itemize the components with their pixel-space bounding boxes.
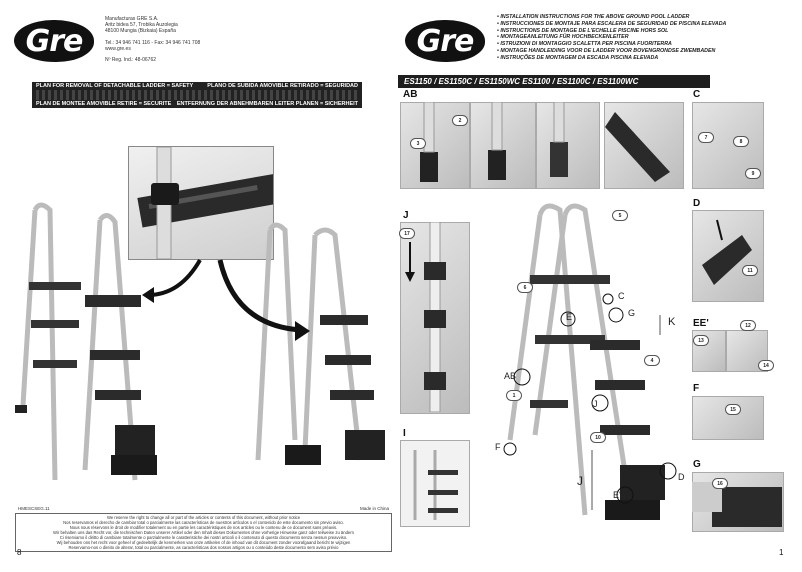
company-web: www.gre.es xyxy=(105,45,131,52)
section-label-f: F xyxy=(693,383,700,394)
section-label-i: I xyxy=(403,428,406,439)
made-in-label: Made in China xyxy=(360,506,390,511)
d-step-drawing xyxy=(702,219,752,285)
callout-j-small: J xyxy=(593,399,598,409)
callout-e: E xyxy=(566,312,573,322)
company-info: Manufacturas GRE S.A. Aritz bidea 57, Tr… xyxy=(105,16,265,63)
step-badge-11: 11 xyxy=(742,265,758,276)
step-badge-17: 17 xyxy=(399,228,415,239)
arrow-to-right-ladder xyxy=(217,259,310,341)
instruction-line: • MONTAGEANLEITUNG FÜR HOCHBECKENLEITER xyxy=(497,34,629,41)
company-registration: Nº Reg. Ind.: 48-06762 xyxy=(105,57,157,64)
document-code: HMESCSEG.11 xyxy=(18,506,50,511)
company-name: Manufacturas GRE S.A. xyxy=(105,16,159,22)
plan-bar-top-left: PLAN FOR REMOVAL OF DETACHABLE LADDER = … xyxy=(36,83,194,89)
step-badge-13: 13 xyxy=(693,335,709,346)
instructions-list: • INSTALLATION INSTRUCTIONS FOR THE ABOV… xyxy=(497,14,797,62)
section-label-g: G xyxy=(693,459,701,470)
instruction-line: • INSTALLATION INSTRUCTIONS FOR THE ABOV… xyxy=(497,14,690,20)
disclaimer-line: Nos reservamos el derecho de cambiar tot… xyxy=(63,520,344,525)
callout-g: G xyxy=(628,308,636,318)
section-label-c: C xyxy=(693,89,701,100)
instruction-line: • INSTRUCTIONS DE MONTAGE DE L'ECHELLE P… xyxy=(497,27,669,34)
company-phone: Tel.: 34 946 741 116 - Fax: 34 946 741 7… xyxy=(105,39,201,46)
step-badge-9: 9 xyxy=(745,168,761,179)
i-ladder-drawing xyxy=(413,450,458,520)
callout-d: D xyxy=(678,472,685,482)
instruction-line: • INSTRUCCIONES DE MONTAJE PARA ESCALERA… xyxy=(497,20,727,27)
instruction-line: • INSTRUÇÕES DE MONTAGEM DA ESCADA PISCI… xyxy=(497,54,659,61)
zoom-detail-photo xyxy=(128,146,274,260)
section-label-j: J xyxy=(403,210,409,221)
zoom-detail-drawing xyxy=(137,147,273,259)
step-badge-3: 3 xyxy=(410,138,426,149)
plan-bar-bottom-left: PLAN DE MONTEE AMOVIBLE RETIRE = SECURIT… xyxy=(36,101,172,107)
arrow-to-left-ladder xyxy=(142,259,202,303)
disclaimer-line: Reservamo-nos o direito de alterar, tota… xyxy=(68,545,339,550)
plan-bar-pattern xyxy=(36,90,358,100)
step-badge-14: 14 xyxy=(758,360,774,371)
step-badge-6: 6 xyxy=(517,282,533,293)
logo-text: Gre xyxy=(25,23,84,59)
instruction-line: • ISTRUZIONI DI MONTAGGIO SCALETTA PER P… xyxy=(497,41,672,48)
step-badge-5: 5 xyxy=(612,210,628,221)
step-badge-2: 2 xyxy=(452,115,468,126)
disclaimer-line: We reserve the right to change all or pa… xyxy=(106,515,301,520)
plan-bar-top-right: PLANO DE SUBIDA AMOVIBLE RETIRADO = SEGU… xyxy=(207,83,358,89)
page-number-right: 1 xyxy=(779,548,784,557)
disclaimer-line: Ci riserviamo il diritto di cambiare tot… xyxy=(59,535,348,540)
step-badge-7: 7 xyxy=(698,132,714,143)
g-foot-drawing xyxy=(692,482,782,527)
j-pole-drawing xyxy=(405,222,446,412)
plan-bar-bottom-right: ENTFERNUNG DER ABNEHMBAREN LEITER PLANEN… xyxy=(176,101,358,107)
callout-c: C xyxy=(618,291,625,301)
disclaimer-line: Nous nous réservons le droit de modifier… xyxy=(69,525,338,530)
step-badge-8: 8 xyxy=(733,136,749,147)
ladder-illustration-right xyxy=(255,222,385,465)
ladder-illustration-left xyxy=(15,202,157,481)
callout-k: K xyxy=(668,316,676,328)
photo-ab-2 xyxy=(470,102,536,189)
gre-logo-right: Gre xyxy=(405,20,485,62)
section-label-d: D xyxy=(693,198,701,209)
plan-bar: PLAN FOR REMOVAL OF DETACHABLE LADDER = … xyxy=(32,82,362,108)
page-number-left: 8 xyxy=(17,548,22,557)
section-label-ab: AB xyxy=(403,89,418,100)
callout-f: F xyxy=(495,442,501,452)
photo-ee-2 xyxy=(726,330,768,372)
disclaimer-line: Wij behouden ons het recht voor geheel o… xyxy=(56,540,351,545)
callout-ab: AB xyxy=(504,371,517,381)
disclaimer-box: We reserve the right to change all or pa… xyxy=(15,513,392,552)
step-badge-12: 12 xyxy=(740,320,756,331)
main-ladder-diagram xyxy=(503,203,677,520)
instruction-line: • MONTAGE HANDLEIDING VOOR DE LADDER VOO… xyxy=(497,47,716,54)
step-badge-4: 4 xyxy=(644,355,660,366)
section-label-ee: EE' xyxy=(693,318,709,329)
callout-j-big: J xyxy=(577,474,583,488)
logo-text: Gre xyxy=(416,23,475,59)
step-badge-10: 10 xyxy=(590,432,606,443)
step-badge-16: 16 xyxy=(712,478,728,489)
photo-f xyxy=(692,396,764,440)
gre-logo-left: Gre xyxy=(14,20,94,62)
ab-parts-drawing xyxy=(420,102,670,182)
step-badge-15: 15 xyxy=(725,404,741,415)
callout-e-prime: E' xyxy=(613,490,621,500)
step-badge-1: 1 xyxy=(506,390,522,401)
company-address-1: Aritz bidea 57, Trobika Auzolegia xyxy=(105,22,178,29)
models-banner: ES1150 / ES1150C / ES1150WC ES1100 / ES1… xyxy=(398,75,710,88)
company-address-2: 48100 Mungia (Bizkaia) España xyxy=(105,28,176,35)
disclaimer-line: Wir behalten uns das Recht vor, die tech… xyxy=(53,530,354,535)
